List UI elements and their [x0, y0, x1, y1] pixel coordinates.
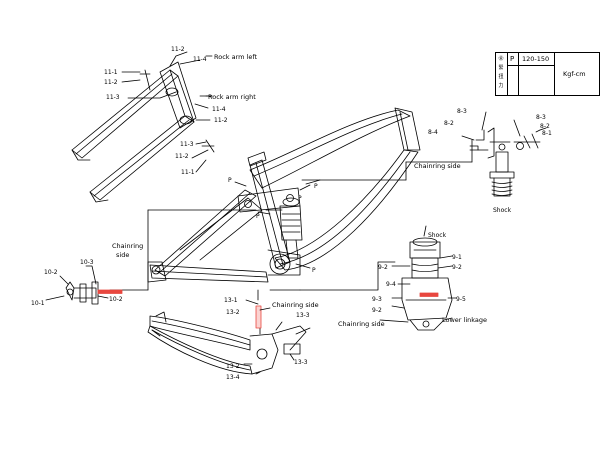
label-11-1: 11-1 — [104, 69, 118, 76]
label-shock: Shock — [428, 232, 447, 239]
label-9-1: 9-1 — [452, 254, 462, 261]
label-torque-p: P — [314, 183, 318, 190]
label-10-3: 10-3 — [80, 259, 94, 266]
label-9-4: 9-4 — [386, 281, 396, 288]
label-11-1: 11-1 — [181, 169, 195, 176]
torque-symbol: P — [510, 55, 515, 63]
label-11-2: 11-2 — [175, 153, 189, 160]
label-9-2: 9-2 — [378, 264, 388, 271]
label-10-2: 10-2 — [44, 269, 58, 276]
table-divider — [518, 53, 519, 95]
label-13-2: 13-2 — [226, 309, 240, 316]
label-shock: Shock — [493, 207, 512, 214]
label-chainring-side: Chainring side — [414, 162, 461, 170]
label-rock-arm-right: Rock arm right — [208, 93, 256, 101]
label-rock-arm-left: Rock arm left — [214, 53, 258, 61]
main-frame — [147, 107, 421, 283]
label-9-3: 9-3 — [372, 296, 382, 303]
label-chainring-side: side — [116, 251, 129, 259]
rear-axle-exploded — [45, 265, 123, 305]
table-divider — [507, 65, 554, 66]
label-13-4: 13-4 — [226, 374, 240, 381]
label-13-2: 13-2 — [226, 363, 240, 370]
row-label: ㊎ — [498, 56, 504, 62]
table-divider — [554, 53, 555, 95]
label-8-3: 8-3 — [536, 114, 546, 121]
label-9-2: 9-2 — [452, 264, 462, 271]
label-torque-p: P — [298, 195, 302, 202]
label-13-3: 13-3 — [294, 359, 308, 366]
table-divider — [507, 53, 508, 95]
label-13-3: 13-3 — [296, 312, 310, 319]
label-11-4: 11-4 — [212, 106, 226, 113]
label-9-2: 9-2 — [372, 307, 382, 314]
label-11-4: 11-4 — [193, 56, 207, 63]
label-chainring-side: Chainring side — [272, 301, 319, 309]
rock-arm-assembly — [71, 51, 215, 203]
label-13-1: 13-1 — [224, 297, 238, 304]
lower-linkage-exploded — [379, 225, 457, 331]
torque-spec-table: ㊎ 緊 扭 力 P 120-150 Kgf-cm — [495, 52, 600, 96]
row-label: 緊 — [498, 65, 504, 71]
label-chainring-side: Chainring — [112, 242, 143, 250]
row-label: 力 — [498, 83, 504, 89]
label-8-3: 8-3 — [457, 108, 467, 115]
label-chainring-side: Chainring side — [338, 320, 385, 328]
label-8-4: 8-4 — [428, 129, 438, 136]
label-8-2: 8-2 — [444, 120, 454, 127]
label-9-5: 9-5 — [456, 296, 466, 303]
label-8-1: 8-1 — [542, 130, 552, 137]
callout-labels: 11-2 11-4 Rock arm left 11-1 11-2 11-3 R… — [31, 46, 552, 381]
label-torque-p: P — [256, 213, 260, 220]
swingarm-exploded — [147, 299, 311, 375]
label-11-2: 11-2 — [214, 117, 228, 124]
label-11-3: 11-3 — [180, 141, 194, 148]
label-10-1: 10-1 — [31, 300, 45, 307]
row-label: 扭 — [498, 74, 504, 80]
label-11-2: 11-2 — [104, 79, 118, 86]
label-lower-linkage: Lower linkage — [442, 316, 487, 324]
label-torque-p: P — [312, 267, 316, 274]
label-8-2: 8-2 — [540, 123, 550, 130]
label-10-2: 10-2 — [109, 296, 123, 303]
label-11-2: 11-2 — [171, 46, 185, 53]
label-torque-p: P — [228, 177, 232, 184]
label-11-3: 11-3 — [106, 94, 120, 101]
torque-range: 120-150 — [522, 55, 550, 63]
torque-unit: Kgf-cm — [563, 70, 586, 78]
rear-shock-exploded — [461, 111, 547, 197]
